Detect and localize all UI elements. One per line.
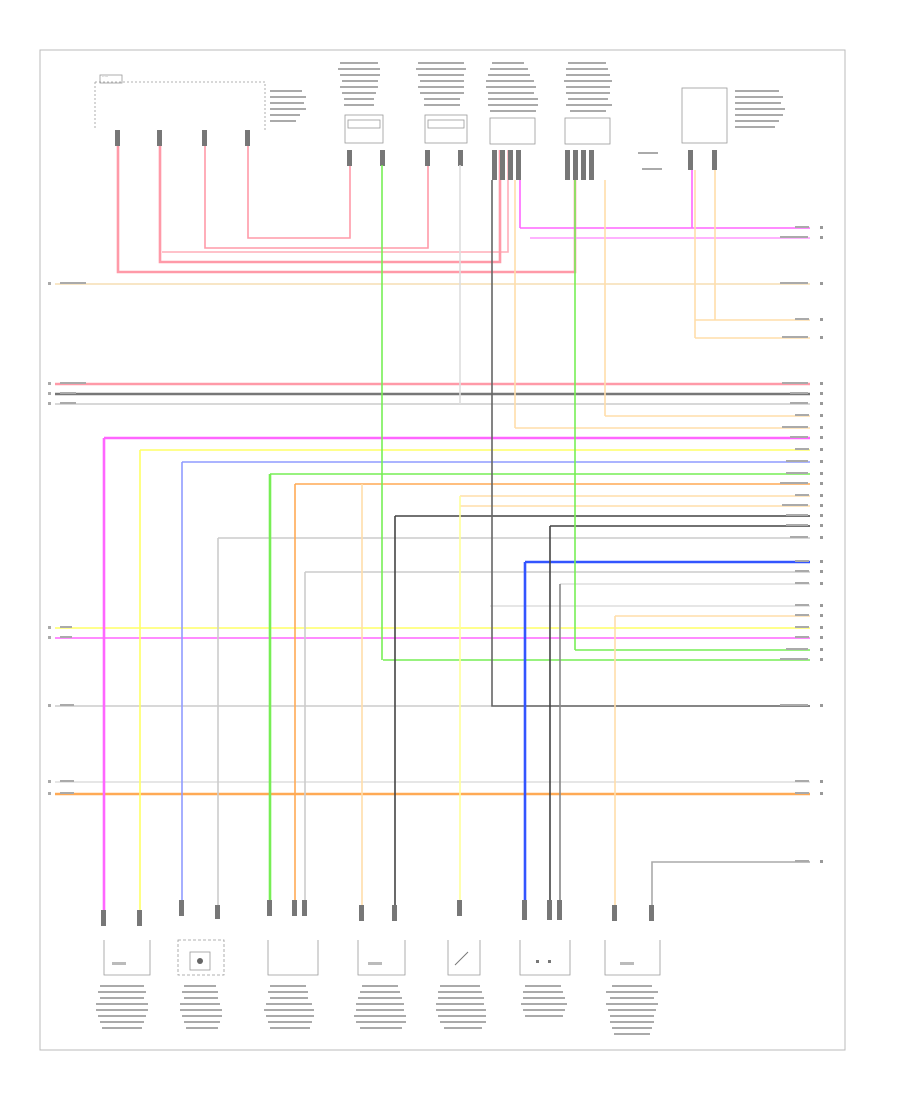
top-label-block-5 <box>270 90 306 122</box>
top-label-block-2 <box>416 62 466 106</box>
svg-text:·····: ····· <box>102 74 108 79</box>
vertical-wires <box>102 165 810 920</box>
bottom-component-5 <box>447 940 481 976</box>
right-wire-label-marks <box>780 226 809 862</box>
top-left-component: ····· <box>94 74 266 130</box>
bottom-component-1 <box>103 940 151 976</box>
bottom-component-2 <box>177 939 225 976</box>
left-wire-label-marks <box>48 282 86 795</box>
bottom-component-4 <box>357 940 406 976</box>
wire-gray-end <box>651 861 810 920</box>
bottom-component-6 <box>519 940 571 976</box>
top-right-component <box>681 87 728 144</box>
top-label-block-4 <box>564 62 612 112</box>
red-wire-group <box>116 140 577 274</box>
top-label-block-6 <box>638 90 785 170</box>
horizontal-wires <box>55 227 810 920</box>
top-switch-4 <box>564 117 611 145</box>
bottom-label-blocks <box>96 985 658 1035</box>
top-label-block-3 <box>486 62 538 112</box>
right-pin-numbers <box>820 226 823 863</box>
top-switch-2 <box>424 114 468 144</box>
top-label-block-1 <box>338 62 380 106</box>
top-switch-3 <box>489 117 536 145</box>
top-connector-pins <box>115 130 717 180</box>
bottom-connector-pins <box>101 900 654 926</box>
bottom-component-3 <box>267 940 319 976</box>
diagram-border <box>39 49 846 1051</box>
bottom-component-7 <box>604 940 661 976</box>
top-switch-1 <box>344 114 384 144</box>
